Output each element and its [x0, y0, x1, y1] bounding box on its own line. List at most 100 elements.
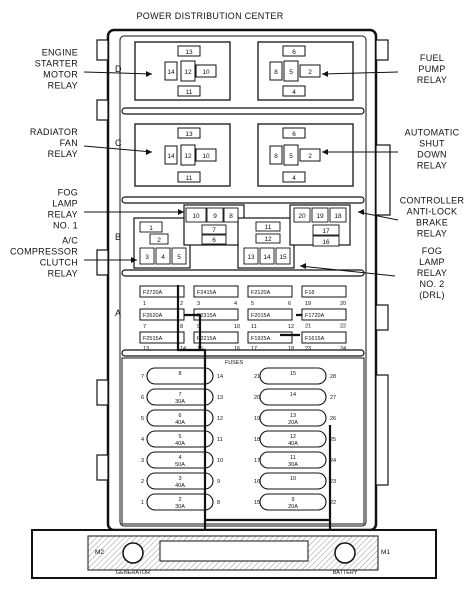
callout-fuel-pump-line-1: PUMP: [418, 64, 445, 74]
pin-b-right-top-2: 18: [334, 213, 342, 220]
row-a-pin-6: 6: [288, 301, 291, 307]
callout-engine-starter-line-3: RELAY: [48, 81, 78, 91]
maxi-left-pin-1: 1: [141, 500, 144, 506]
maxi-right-pin-24: 24: [330, 458, 336, 464]
fuse-f24: F2415A: [197, 290, 217, 296]
maxi-left-rating-7: 30A: [175, 399, 185, 405]
maxi-right-pin-16: 16: [254, 479, 260, 485]
callout-auto-shutdown-line-1: SHUT: [419, 139, 445, 149]
relay-auto-shutdown-pins: [269, 127, 321, 183]
row-a-pin-7: 7: [143, 324, 146, 330]
fuse-f19: F1925A: [251, 336, 271, 342]
maxi-left-pin-10: 10: [217, 458, 223, 464]
maxi-right-pin-27: 27: [330, 395, 336, 401]
maxi-left-num-8: 8: [178, 371, 181, 377]
fuse-f26: F2620A: [143, 313, 163, 319]
fuse-f23: F2315A: [197, 313, 217, 319]
arrow-radiator-fan: [83, 145, 153, 153]
maxi-right-fuse-12: [259, 430, 327, 448]
maxi-right-pin-19: 19: [254, 416, 260, 422]
maxi-left-num-6: 6: [178, 413, 181, 419]
maxi-left-rating-2: 30A: [175, 504, 185, 510]
maxi-left-pin-5: 5: [141, 416, 144, 422]
pin-c-left-0: 13: [185, 131, 193, 138]
maxi-right-num-13: 13: [290, 413, 296, 419]
pin-b-cr-4: 15: [279, 254, 287, 261]
maxi-left-pin-11: 11: [217, 437, 223, 443]
callout-ac-clutch-line-2: CLUTCH: [40, 258, 78, 268]
row-a-pin-21: 21: [305, 324, 311, 330]
row-a-pin-18: 18: [288, 346, 294, 352]
pin-b-cr-2: 13: [247, 254, 255, 261]
callout-engine-starter-line-1: STARTER: [35, 59, 78, 69]
row-label-d: D: [115, 64, 122, 74]
callout-ac-clutch-line-0: A/C: [62, 236, 78, 246]
maxi-left-rating-5: 40A: [175, 441, 185, 447]
maxi-left-pin-3: 3: [141, 458, 144, 464]
side-tabs: [96, 39, 391, 486]
row-a-pin-5: 5: [251, 301, 254, 307]
callout-radiator-fan-line-1: FAN: [60, 138, 78, 148]
maxi-left-num-2: 2: [178, 497, 181, 503]
pin-d-right-0: 6: [292, 49, 296, 56]
arrowhead-auto-shutdown: [322, 149, 328, 155]
pin-b-top-2: 8: [229, 213, 233, 220]
row-a-pin-17: 17: [251, 346, 257, 352]
callout-ac-clutch-line-1: COMPRESSOR: [10, 247, 78, 257]
pin-b-left-bot-1: 4: [161, 254, 165, 261]
battery-terminal: [334, 542, 356, 564]
pin-b-right-mid-0: 17: [322, 228, 330, 235]
pin-d-right-1: 8: [274, 69, 278, 76]
maxi-left-pin-6: 6: [141, 395, 144, 401]
relay-engine-starter-pins: [164, 45, 217, 97]
pin-c-left-3: 10: [202, 153, 210, 160]
row-a-fuse-labels: F2720A F2415A F2120A F18 F2620A F2315A F…: [143, 290, 325, 342]
maxi-right-fuse-9: [259, 493, 327, 511]
row-a-pin-13: 13: [143, 346, 149, 352]
pin-d-left-0: 13: [185, 49, 193, 56]
fuse-f21: F2120A: [251, 290, 271, 296]
fuses-label: FUSES: [225, 360, 244, 366]
pin-b-right-mid-1: 16: [322, 239, 330, 246]
generator-terminal: [122, 542, 144, 564]
callout-abs-controller-line-0: CONTROLLER: [400, 196, 465, 206]
maxi-left-pin-4: 4: [141, 437, 144, 443]
pin-b-cr-1: 12: [264, 236, 272, 243]
maxi-left-num-7: 7: [178, 392, 181, 398]
pin-c-right-3: 2: [308, 153, 312, 160]
maxi-right-fuse-11: [259, 451, 327, 469]
pin-d-right-3: 2: [308, 69, 312, 76]
callout-ac-clutch-line-3: RELAY: [48, 269, 78, 279]
maxi-left-pin-8: 8: [217, 500, 220, 506]
pin-d-left-3: 10: [202, 69, 210, 76]
row-a-pin-2: 2: [180, 301, 183, 307]
maxi-right-fuse-15: [259, 367, 327, 385]
maxi-right-num-11: 11: [290, 455, 296, 461]
row-a-pin-1: 1: [143, 301, 146, 307]
maxi-fuse-panel: [121, 357, 365, 525]
arrow-fuel-pump: [321, 71, 399, 75]
callout-radiator-fan-line-0: RADIATOR: [30, 127, 78, 137]
maxi-right-rating-11: 30A: [288, 462, 298, 468]
callout-fog-lamp-1-line-2: RELAY: [48, 210, 78, 220]
fuse-f22: F2215A: [197, 336, 217, 342]
maxi-left-pin-13: 13: [217, 395, 223, 401]
arrow-abs-controller: [357, 211, 399, 221]
pin-d-left-4: 11: [186, 89, 193, 96]
maxi-left-rating-4: 50A: [175, 462, 185, 468]
row-label-b: B: [115, 232, 121, 242]
arrowhead-radiator-fan: [146, 149, 152, 155]
maxi-left-pin-7: 7: [141, 374, 144, 380]
pin-b-left-top: 1: [149, 225, 153, 232]
row-a-fuse-boxes: [139, 285, 347, 344]
maxi-left-pin-12: 12: [217, 416, 223, 422]
maxi-left-num-5: 5: [178, 434, 181, 440]
pin-d-right-4: 4: [292, 89, 296, 96]
row-a-pin-19: 19: [305, 301, 311, 307]
pin-c-left-4: 11: [186, 175, 193, 182]
callout-abs-controller-line-2: BRAKE: [416, 218, 448, 228]
callout-labels: ENGINESTARTERMOTORRELAYRADIATORFANRELAYF…: [10, 48, 464, 301]
relay-fuel-pump-pins: [269, 45, 321, 97]
pin-b-top-0: 10: [192, 213, 200, 220]
